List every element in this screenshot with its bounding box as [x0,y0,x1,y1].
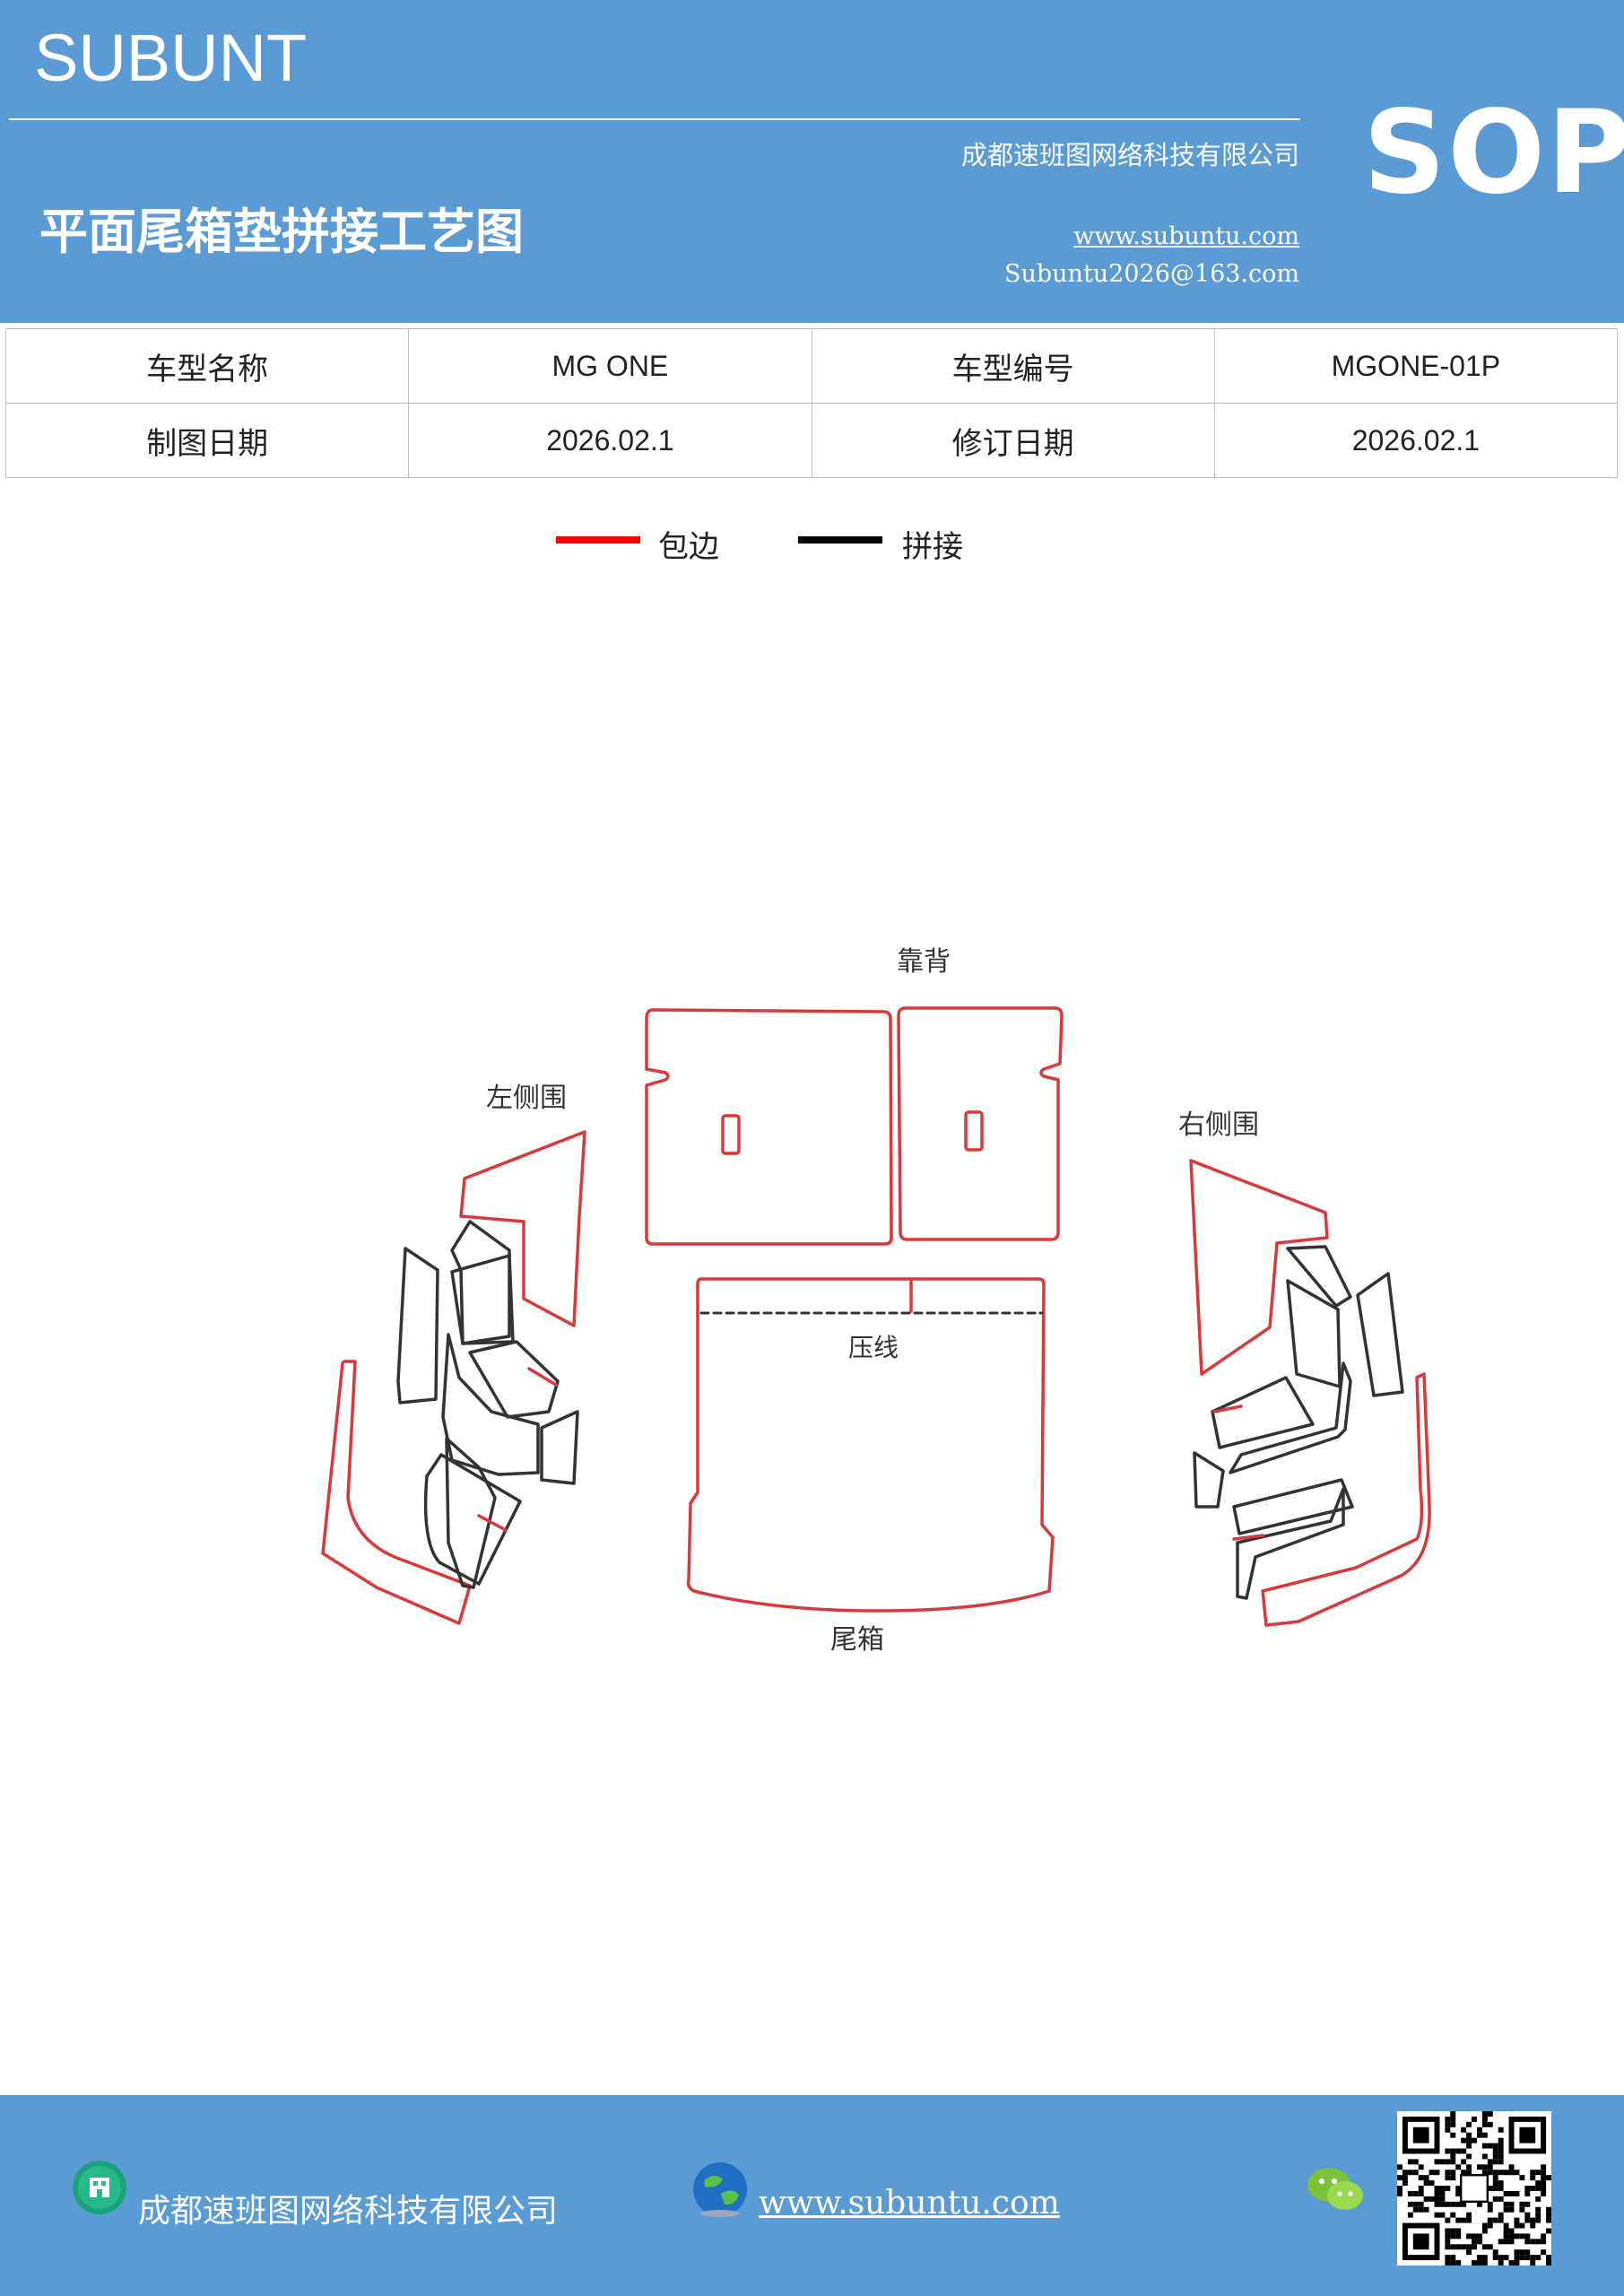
right-side-piece-g [1232,1478,1354,1535]
model-code-value: MGONE-01P [1213,328,1619,404]
left-side-piece-f [540,1410,579,1485]
left-side-piece-a [396,1247,439,1405]
left-side-piece-d [441,1333,540,1476]
backrest-right-slot [964,1110,984,1152]
left-side-top-piece [459,1130,586,1327]
right-side-edge-mark-2 [1232,1534,1264,1541]
document-title: 平面尾箱垫拼接工艺图 [39,203,524,260]
trunk-label: 尾箱 [830,1624,884,1656]
brand-name: SUBUNT [34,21,308,95]
footer-banner: 成都速班图网络科技有限公司 www.subuntu.com [0,2095,1624,2296]
backrest-right-panel [897,1006,1064,1241]
backrest-left-slot [721,1114,741,1155]
left-side-piece-e [468,1340,560,1419]
model-name-value: MG ONE [408,328,812,404]
seam-legend-swatch [798,536,882,544]
right-side-piece-d [1211,1376,1315,1449]
right-side-edge-mark-1 [1212,1405,1243,1413]
left-side-outer-piece [321,1360,472,1625]
header-divider [9,118,1300,120]
sop-badge: SOP [1363,86,1624,220]
draw-date-value: 2026.02.1 [408,403,812,478]
left-side-lower-piece [445,1437,497,1589]
right-side-piece-e [1193,1451,1225,1509]
wechat-icon[interactable] [1306,2165,1365,2215]
backrest-label: 靠背 [897,946,951,978]
globe-icon [693,2162,747,2217]
right-side-piece-h [1236,1487,1345,1600]
right-side-piece-a [1286,1245,1352,1308]
right-side-piece-c [1356,1272,1404,1397]
trunk-mat-diagram: 靠背 左侧围 右侧围 压线 尾箱 [321,946,1431,1656]
edge-legend-label: 包边 [658,529,719,565]
left-side-label: 左侧围 [486,1083,567,1114]
right-side-label: 右侧围 [1178,1109,1259,1141]
website-link[interactable]: www.subuntu.com [1073,222,1299,250]
vehicle-info-table: 车型名称 MG ONE 车型编号 MGONE-01P 制图日期 2026.02.… [4,328,1619,478]
revision-date-value: 2026.02.1 [1213,403,1619,478]
header-banner: SUBUNT 成都速班图网络科技有限公司 平面尾箱垫拼接工艺图 www.subu… [0,0,1624,323]
footer-company: 成都速班图网络科技有限公司 [138,2193,559,2230]
qr-code-icon [1397,2111,1551,2266]
company-name: 成都速班图网络科技有限公司 [960,140,1299,170]
backrest-left-panel [645,1008,893,1246]
right-side-piece-b [1286,1279,1342,1388]
model-name-label: 车型名称 [4,328,410,404]
building-icon [73,2161,126,2214]
legend: 包边 拼接 [0,527,1624,572]
email-address: Subuntu2026@163.com [1004,260,1299,288]
trunk-floor-panel [686,1277,1055,1613]
footer-website-link[interactable]: www.subuntu.com [759,2185,1060,2222]
draw-date-label: 制图日期 [4,403,410,478]
left-side-edge-mark-2 [477,1514,508,1532]
table-row: 车型名称 MG ONE 车型编号 MGONE-01P [4,328,1619,404]
right-side-outer-piece [1261,1372,1431,1627]
model-code-label: 车型编号 [811,328,1215,404]
left-side-edge-mark-1 [527,1367,558,1387]
right-side-top-piece [1189,1159,1329,1376]
revision-date-label: 修订日期 [811,403,1215,478]
left-side-piece-g [423,1453,522,1586]
crease-label: 压线 [848,1333,899,1362]
edge-legend-swatch [556,536,640,544]
seam-legend-label: 拼接 [902,529,963,565]
right-side-piece-f [1229,1361,1352,1474]
qr-code[interactable] [1397,2111,1551,2266]
table-row: 制图日期 2026.02.1 修订日期 2026.02.1 [4,403,1619,478]
